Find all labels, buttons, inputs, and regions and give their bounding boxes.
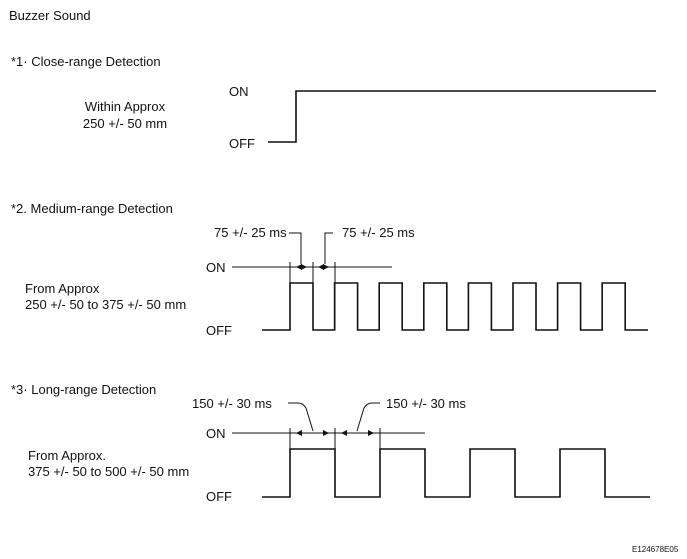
medium-range-heading: *2. Medium-range Detection (11, 201, 173, 216)
medium-range-timing-on-label: 75 +/- 25 ms (214, 225, 287, 240)
medium-range-condition-line1: From Approx (25, 281, 100, 296)
long-range-timing-marks (232, 402, 425, 497)
close-range-waveform (268, 90, 656, 143)
medium-range-timing-marks (232, 232, 392, 330)
diagram-title: Buzzer Sound (9, 8, 91, 23)
close-range-off-label: OFF (229, 136, 255, 151)
close-range-heading: *1· Close-range Detection (11, 54, 161, 69)
medium-range-pulse-path (262, 282, 648, 331)
long-range-condition-line1: From Approx. (28, 448, 107, 463)
long-range-condition-line2: 375 +/- 50 to 500 +/- 50 mm (28, 464, 190, 479)
close-range-condition-line1: Within Approx (84, 99, 166, 114)
medium-range-off-label: OFF (206, 323, 232, 338)
close-range-condition-line2: 250 +/- 50 mm (82, 116, 168, 131)
long-range-pulse-path (262, 448, 650, 498)
medium-range-timing-off-label: 75 +/- 25 ms (342, 225, 415, 240)
long-range-waveform (262, 448, 650, 498)
medium-range-on-label: ON (206, 260, 226, 275)
close-range-on-label: ON (229, 84, 249, 99)
medium-range-condition-line2: 250 +/- 50 to 375 +/- 50 mm (25, 297, 187, 312)
long-range-off-label: OFF (206, 489, 232, 504)
long-range-on-label: ON (206, 426, 226, 441)
medium-range-waveform (262, 282, 648, 331)
long-range-timing-off-label: 150 +/- 30 ms (386, 396, 466, 411)
long-range-heading: *3· Long-range Detection (11, 382, 157, 397)
long-range-timing-on-label: 150 +/- 30 ms (192, 396, 272, 411)
figure-code: E124678E05 (632, 545, 679, 554)
